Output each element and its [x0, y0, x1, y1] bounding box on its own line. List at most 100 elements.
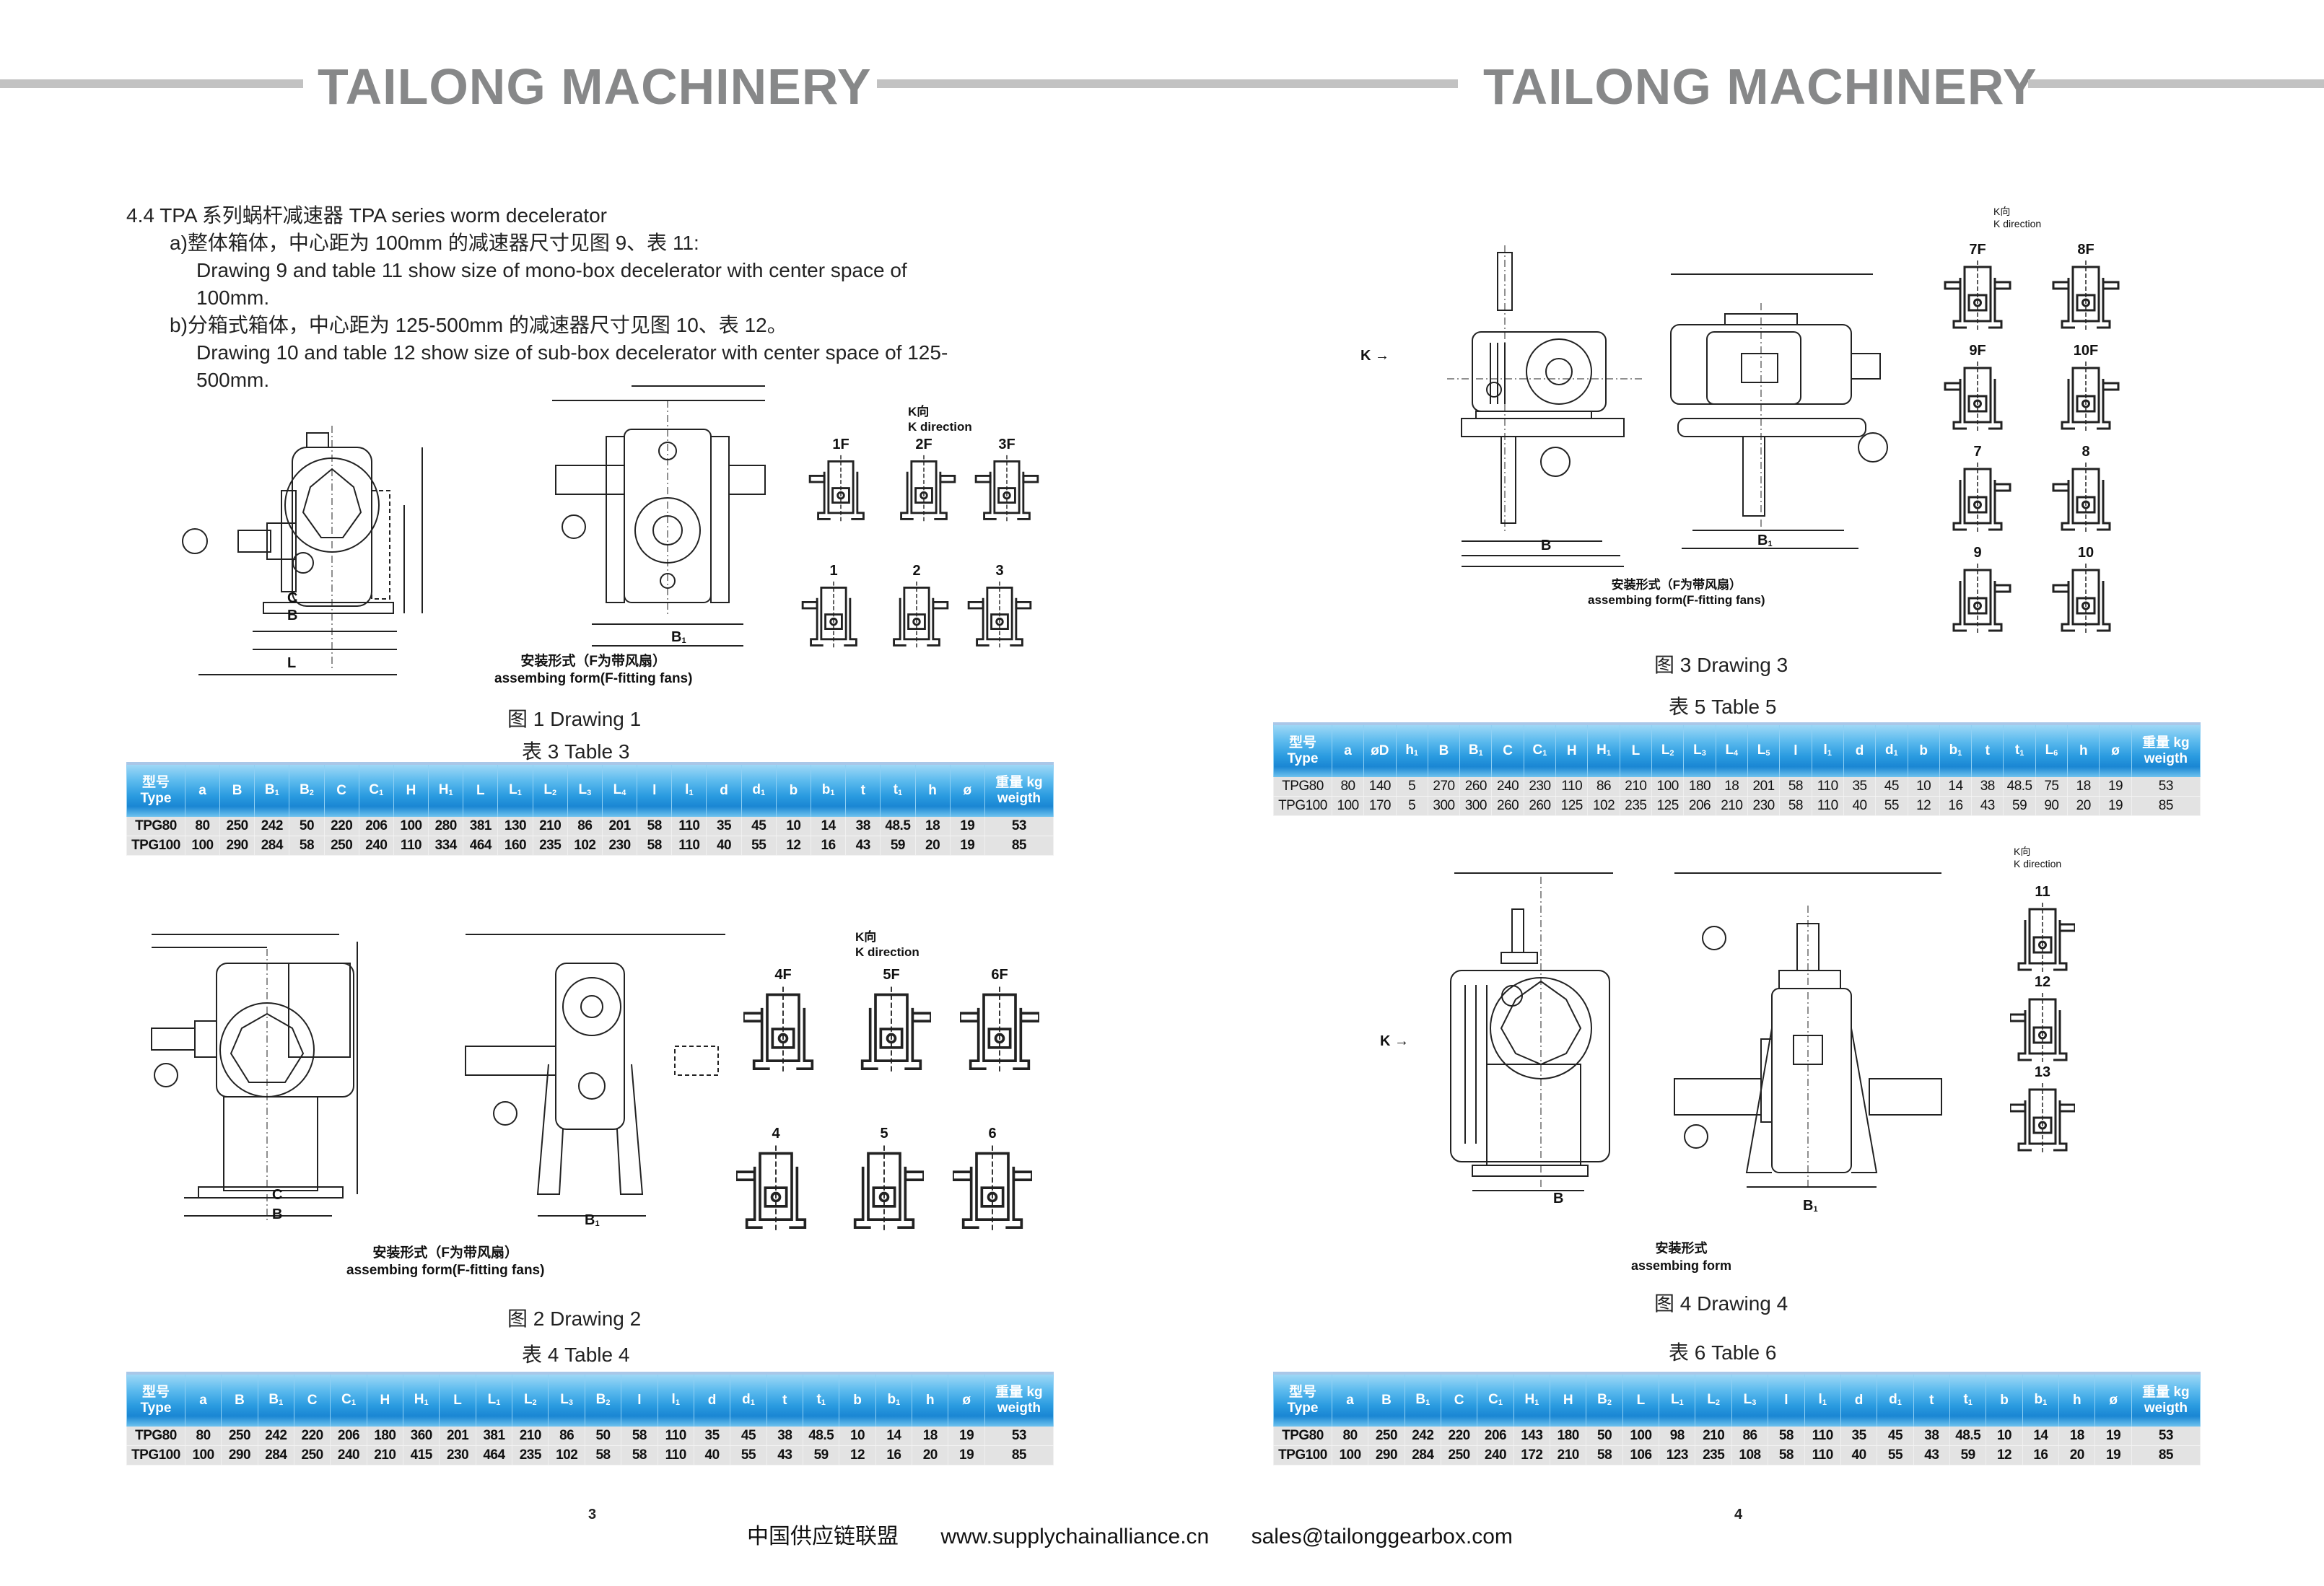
cell-value: 20	[914, 836, 951, 856]
cell-value: 58	[621, 1445, 658, 1465]
column-header: L3	[1683, 725, 1716, 777]
dim-label-b-3: B	[1541, 538, 1552, 553]
cell-value: 102	[548, 1445, 585, 1465]
cell-value: 55	[730, 1445, 767, 1465]
cell-type: TPG100	[1273, 1445, 1332, 1465]
table-5-topline	[1273, 722, 2201, 725]
column-header: L2	[512, 1375, 549, 1427]
cell-value: 18	[914, 817, 951, 836]
column-header: H	[393, 765, 429, 817]
cell-value: 80	[1331, 777, 1365, 797]
gearbox-mount-icon	[860, 986, 932, 1074]
mounting-position: 11	[2010, 884, 2076, 980]
table-6-topline	[1273, 1372, 2201, 1375]
mounting-position: 9F	[1941, 343, 2014, 439]
cell-value: 284	[254, 836, 290, 856]
footer-contact: 中国供应链联盟 www.supplychainalliance.cn sales…	[747, 1518, 1549, 1550]
column-header: l1	[1804, 1375, 1841, 1427]
mounting-position: 10F	[2050, 343, 2122, 439]
column-header: d	[1843, 725, 1877, 777]
footer-org: 中国供应链联盟	[747, 1525, 899, 1548]
column-header: B	[1427, 725, 1461, 777]
gearbox-mount-icon	[2052, 260, 2120, 332]
cell-value: 100	[1651, 777, 1685, 797]
column-header: C	[1491, 725, 1524, 777]
cell-value: 58	[1586, 1445, 1623, 1465]
column-header: B2	[584, 1375, 622, 1427]
drawing-2-front-view	[130, 920, 455, 1223]
cell-value: 50	[289, 817, 325, 836]
column-header: b	[1907, 725, 1940, 777]
cell-type: TPG100	[1273, 796, 1332, 816]
footer-website-link[interactable]: www.supplychainalliance.cn	[940, 1525, 1210, 1548]
cell-value: 250	[219, 817, 255, 836]
column-header: b1	[875, 1375, 913, 1427]
column-header: l	[1779, 725, 1812, 777]
cell-value: 58	[1779, 777, 1812, 797]
mounting-position-label: 2F	[915, 437, 932, 452]
column-header: d	[1840, 1375, 1878, 1427]
cell-value: 58	[1768, 1445, 1805, 1465]
cell-value: 19	[949, 836, 985, 856]
gearbox-mount-icon	[735, 1145, 807, 1233]
cell-value: 210	[1715, 796, 1748, 816]
cell-value: 12	[1907, 796, 1940, 816]
mounting-position-label: 3F	[998, 437, 1015, 452]
mounting-position: 13	[2009, 1064, 2076, 1160]
column-header: b	[775, 765, 811, 817]
column-header: h	[914, 765, 951, 817]
gearbox-mount-icon	[958, 986, 1041, 1074]
cell-value: 110	[1804, 1445, 1841, 1465]
column-header: b1	[1939, 725, 1973, 777]
cell-value: 206	[1683, 796, 1716, 816]
column-header: d1	[1875, 725, 1908, 777]
cell-value: 110	[1804, 1427, 1841, 1446]
cell-value: 48.5	[880, 817, 916, 836]
cell-value: 180	[1683, 777, 1716, 797]
column-header: h1	[1395, 725, 1428, 777]
column-header: H1	[428, 765, 464, 817]
cell-value: 106	[1622, 1445, 1660, 1465]
footer-email-link[interactable]: sales@tailonggearbox.com	[1251, 1525, 1513, 1548]
cell-value: 59	[880, 836, 916, 856]
cell-value: 210	[532, 817, 568, 836]
column-header: B1	[1459, 725, 1493, 777]
cell-value: 80	[184, 817, 221, 836]
cell-value: 464	[463, 836, 499, 856]
cell-value: 110	[1811, 796, 1844, 816]
cell-value: 45	[730, 1427, 767, 1446]
column-header: H	[1555, 725, 1589, 777]
mounting-position-label: 1F	[832, 437, 849, 452]
column-header: t	[1913, 1375, 1951, 1427]
column-header: B2	[289, 765, 325, 817]
cell-value: 235	[532, 836, 568, 856]
mounting-position: 3	[967, 563, 1032, 655]
column-header: h	[2058, 1375, 2096, 1427]
cell-value: 58	[289, 836, 325, 856]
column-header: B1	[257, 1375, 294, 1427]
drawing-1-side-view	[549, 379, 787, 653]
cell-value: 58	[621, 1427, 658, 1446]
mounting-position: 9	[1941, 545, 2014, 641]
cell-value: 360	[403, 1427, 440, 1446]
k-direction-4: K向 K direction	[2014, 846, 2062, 869]
intro-a-en-1: Drawing 9 and table 11 show size of mono…	[196, 259, 907, 281]
cell-value: 85	[984, 836, 1054, 856]
cell-value: 110	[393, 836, 429, 856]
cell-value: 210	[512, 1427, 549, 1446]
mounting-position: 6F	[958, 967, 1041, 1081]
column-header: l1	[671, 765, 707, 817]
cell-value: 48.5	[1949, 1427, 1987, 1446]
cell-value: 19	[2094, 1427, 2132, 1446]
drawing-4-front-view	[1440, 862, 1628, 1194]
cell-value: 40	[1840, 1445, 1878, 1465]
brand-title-right: TAILONG MACHINERY	[1483, 58, 2037, 115]
